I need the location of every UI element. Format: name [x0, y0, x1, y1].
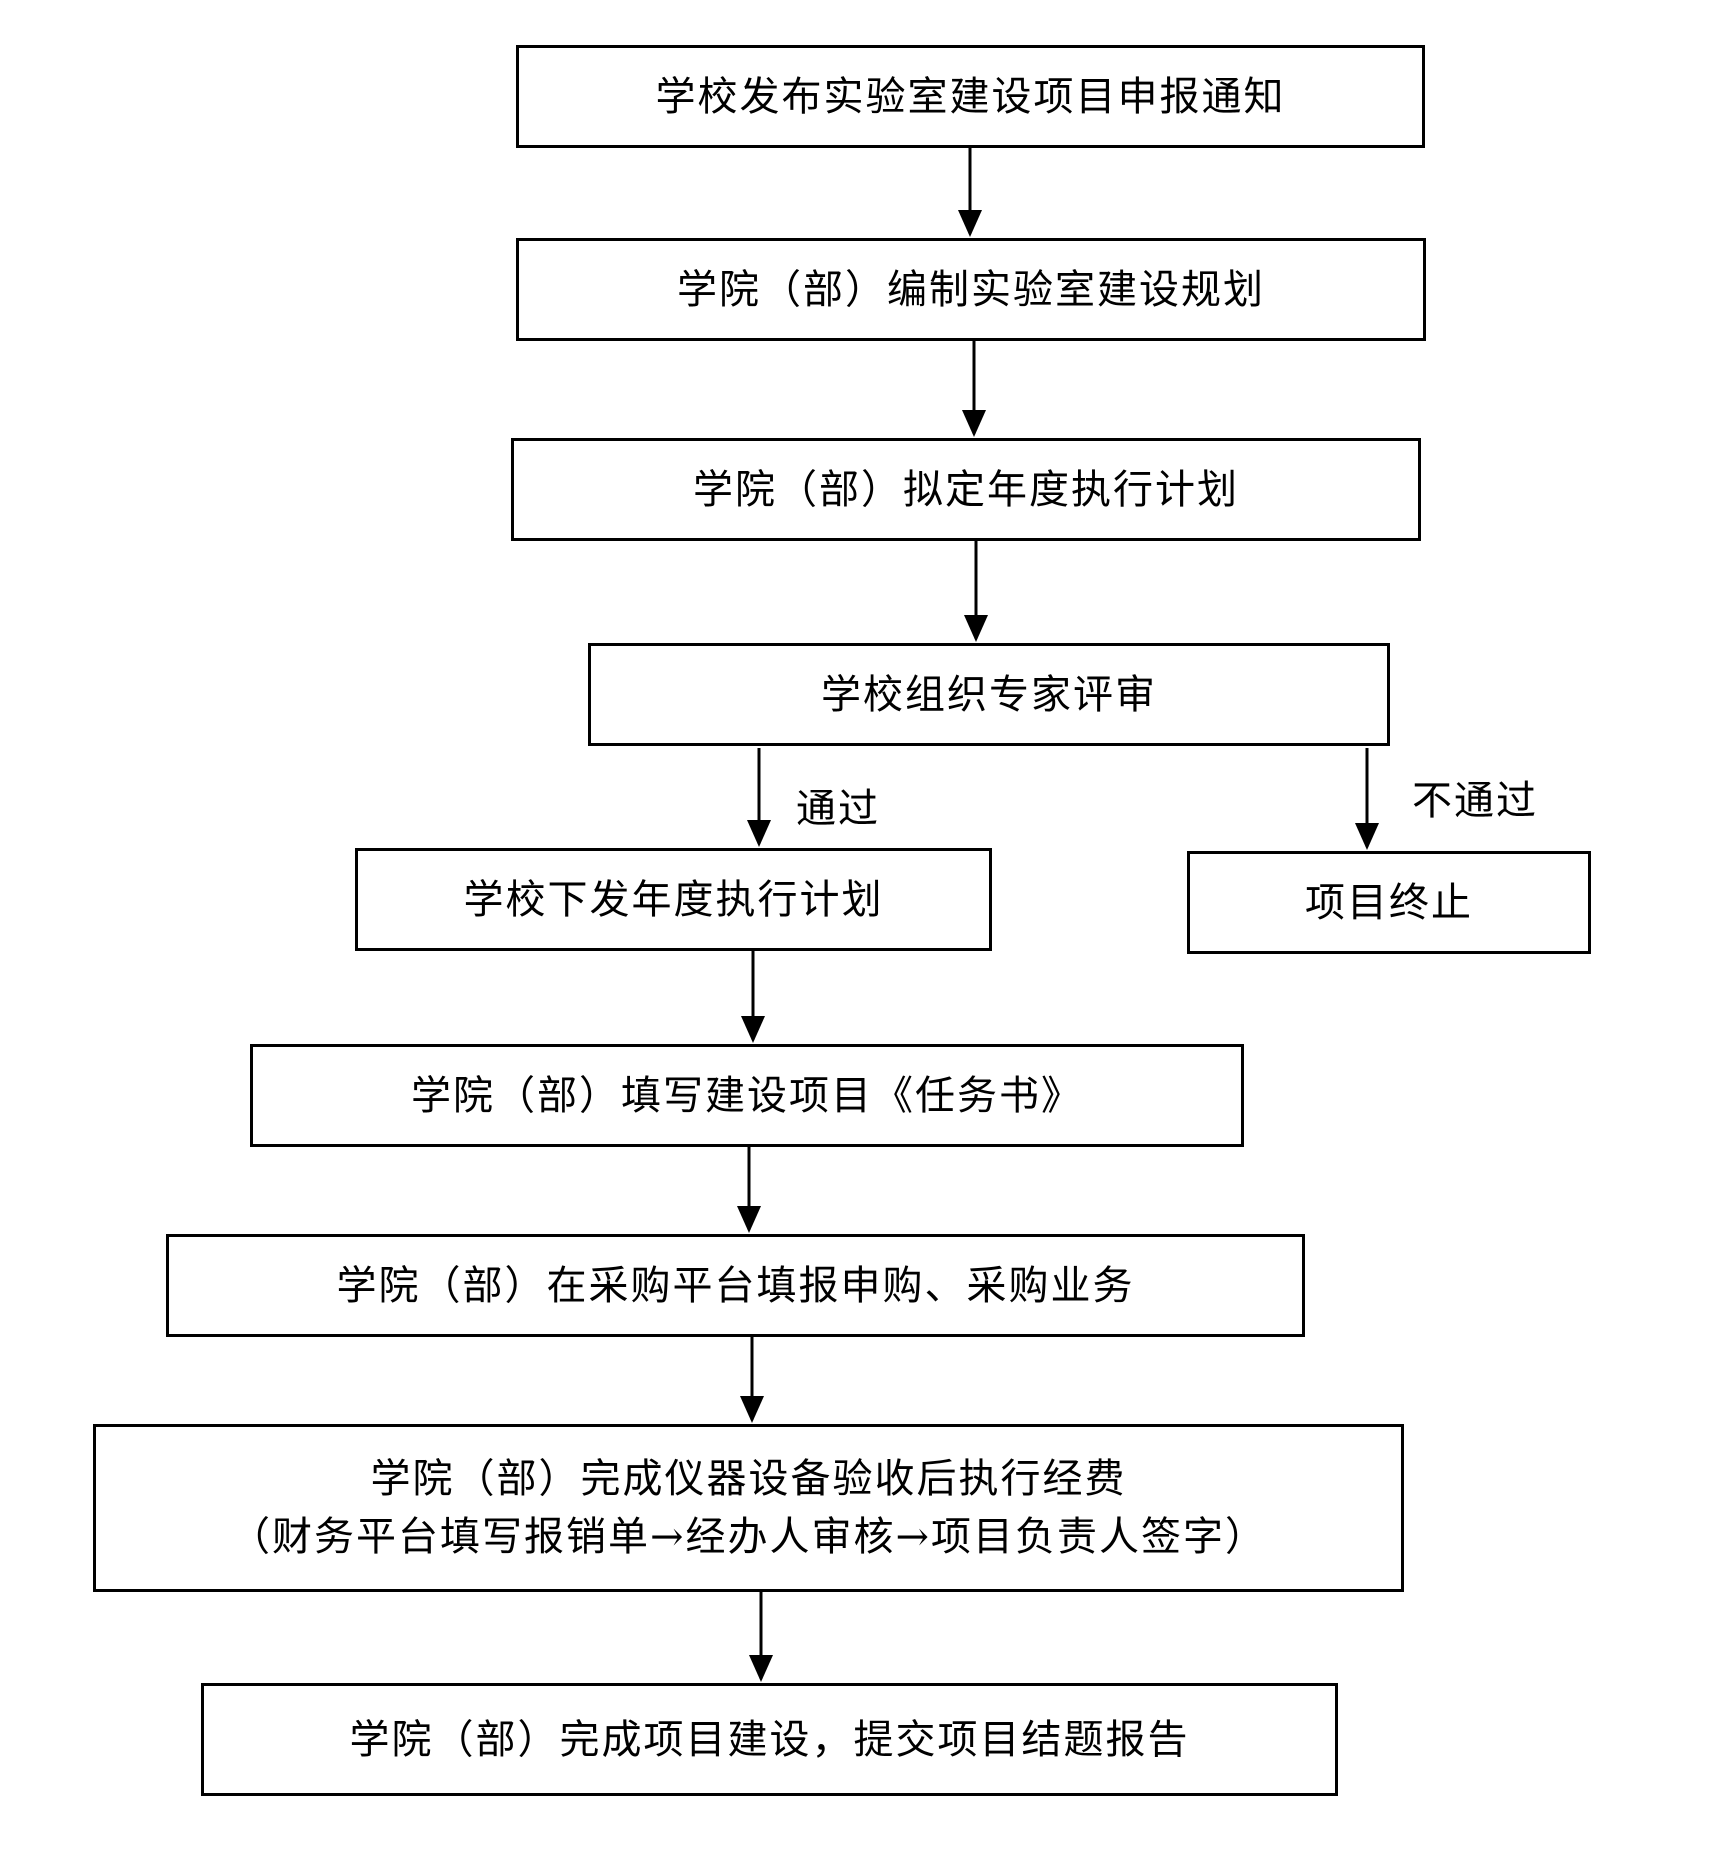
step-project-terminated: 项目终止: [1187, 851, 1591, 954]
step-project-terminated-text: 项目终止: [1305, 879, 1473, 926]
step-expert-review-text: 学校组织专家评审: [821, 671, 1157, 718]
step-purchase-platform: 学院（部）在采购平台填报申购、采购业务: [166, 1234, 1305, 1337]
step-final-report: 学院（部）完成项目建设，提交项目结题报告: [201, 1683, 1338, 1796]
step-annual-plan: 学院（部）拟定年度执行计划: [511, 438, 1421, 541]
step-execute-funds-line1: 学院（部）完成仪器设备验收后执行经费: [370, 1456, 1127, 1502]
step-final-report-text: 学院（部）完成项目建设，提交项目结题报告: [349, 1716, 1190, 1763]
step-issue-annual-plan: 学校下发年度执行计划: [355, 848, 992, 951]
step-compile-planning: 学院（部）编制实验室建设规划: [516, 238, 1426, 341]
step-execute-funds: 学院（部）完成仪器设备验收后执行经费 （财务平台填写报销单→经办人审核→项目负责…: [93, 1424, 1404, 1592]
step-compile-planning-text: 学院（部）编制实验室建设规划: [677, 266, 1265, 313]
step-fill-task-book: 学院（部）填写建设项目《任务书》: [250, 1044, 1244, 1147]
step-fill-task-book-text: 学院（部）填写建设项目《任务书》: [411, 1072, 1083, 1119]
step-publish-notice-text: 学校发布实验室建设项目申报通知: [655, 73, 1286, 120]
step-publish-notice: 学校发布实验室建设项目申报通知: [516, 45, 1425, 148]
step-issue-annual-plan-text: 学校下发年度执行计划: [463, 876, 884, 923]
step-expert-review: 学校组织专家评审: [588, 643, 1390, 746]
step-execute-funds-line2: （财务平台填写报销单→经办人审核→项目负责人签字）: [229, 1514, 1268, 1560]
branch-label-fail: 不通过: [1412, 778, 1538, 824]
branch-label-pass: 通过: [796, 786, 880, 832]
step-purchase-platform-text: 学院（部）在采购平台填报申购、采购业务: [336, 1262, 1135, 1309]
step-annual-plan-text: 学院（部）拟定年度执行计划: [693, 466, 1239, 513]
